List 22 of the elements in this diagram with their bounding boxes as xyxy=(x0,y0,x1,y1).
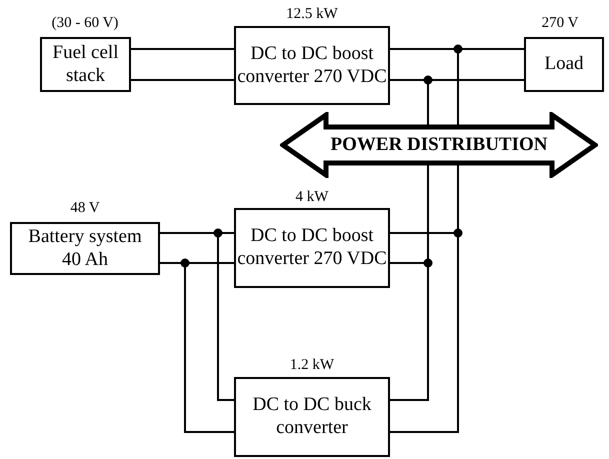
wire xyxy=(131,79,234,81)
double-arrow xyxy=(280,112,598,178)
rating-label: 1.2 kW xyxy=(290,356,334,374)
box-label: DC to DC boost converter 270 VDC xyxy=(237,42,387,88)
box-label: Fuel cell stack xyxy=(52,42,120,88)
box-label: DC to DC boost converter 270 VDC xyxy=(237,225,387,271)
box-label: POWER DISTRIBUTION xyxy=(330,134,548,156)
process-box xyxy=(234,377,390,457)
rating-label: 4 kW xyxy=(296,188,328,206)
process-box xyxy=(40,37,131,92)
rating-label: (30 - 60 V) xyxy=(52,14,118,32)
wire xyxy=(131,48,234,50)
box-label: Load xyxy=(544,53,584,76)
rating-label: 270 V xyxy=(542,14,578,32)
process-box xyxy=(234,26,390,105)
process-box xyxy=(234,208,390,288)
rating-label: 48 V xyxy=(70,199,100,217)
process-box xyxy=(524,37,604,92)
rating-label: 12.5 kW xyxy=(286,5,338,23)
box-label: DC to DC buck converter xyxy=(252,394,372,440)
box-label: Battery system 40 Ah xyxy=(27,226,143,272)
process-box xyxy=(10,222,160,275)
